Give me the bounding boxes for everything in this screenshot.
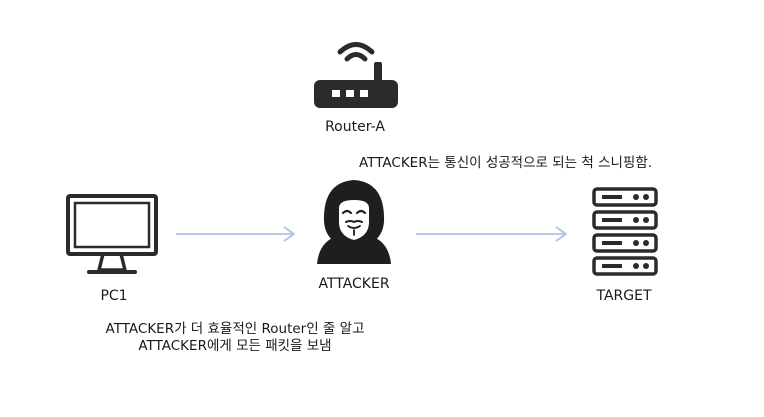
router-icon	[314, 42, 398, 108]
pc-label: PC1	[100, 288, 128, 304]
attacker-label: ATTACKER	[318, 276, 390, 292]
server-icon	[592, 187, 658, 276]
target-label: TARGET	[596, 288, 652, 304]
arrow-pc-to-attacker	[176, 226, 295, 242]
router-label: Router-A	[325, 119, 385, 135]
pc-note-line-1: ATTACKER가 더 효율적인 Router인 줄 알고	[105, 321, 365, 337]
pc-behavior-note: ATTACKER가 더 효율적인 Router인 줄 알고 ATTACKER에게…	[106, 321, 365, 355]
arrow-attacker-to-target	[416, 226, 567, 242]
pc-note-line-2: ATTACKER에게 모든 패킷을 보냄	[138, 338, 332, 354]
attacker-sniffing-note: ATTACKER는 통신이 성공적으로 되는 척 스니핑함.	[359, 155, 653, 171]
hooded-hacker-icon	[317, 180, 391, 264]
monitor-icon	[66, 194, 158, 274]
